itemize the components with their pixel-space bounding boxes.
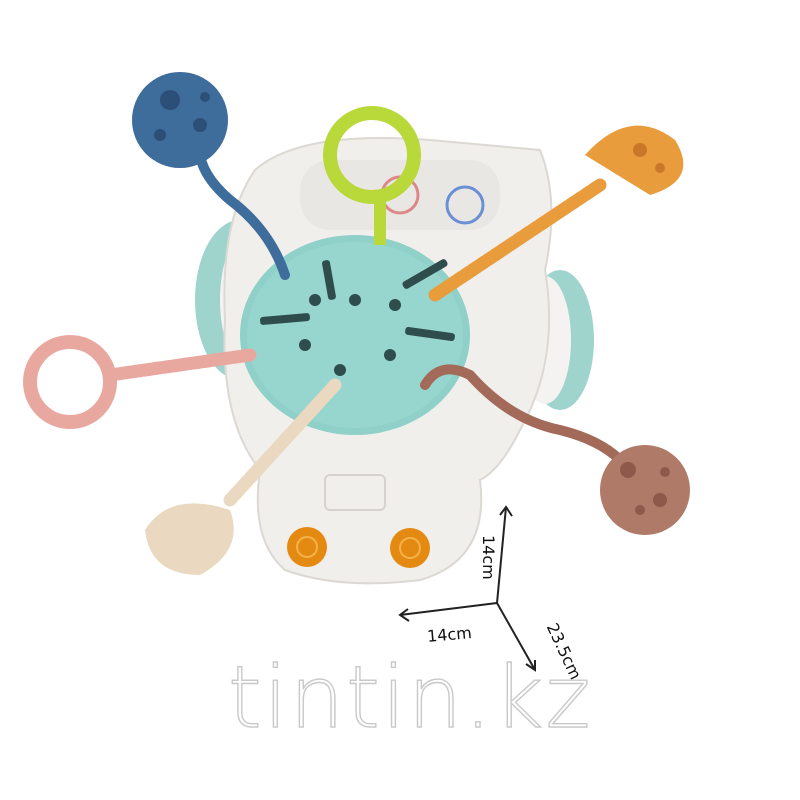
watermark: tintin.kz — [227, 647, 593, 748]
orange-pull-tab — [428, 125, 684, 302]
height-label: 14cm — [479, 535, 498, 580]
width-label: 14cm — [426, 623, 473, 646]
wheel-right — [390, 528, 430, 568]
lime-ring — [323, 106, 421, 245]
dimension-axes — [398, 505, 536, 672]
chest-panel — [324, 474, 386, 511]
pink-ring — [23, 335, 257, 429]
blue-pull-tab — [132, 72, 290, 280]
wheel-left — [287, 527, 327, 567]
cream-pull-tab — [145, 378, 342, 575]
center-disc — [240, 235, 470, 435]
brown-pull-tab — [420, 364, 690, 535]
